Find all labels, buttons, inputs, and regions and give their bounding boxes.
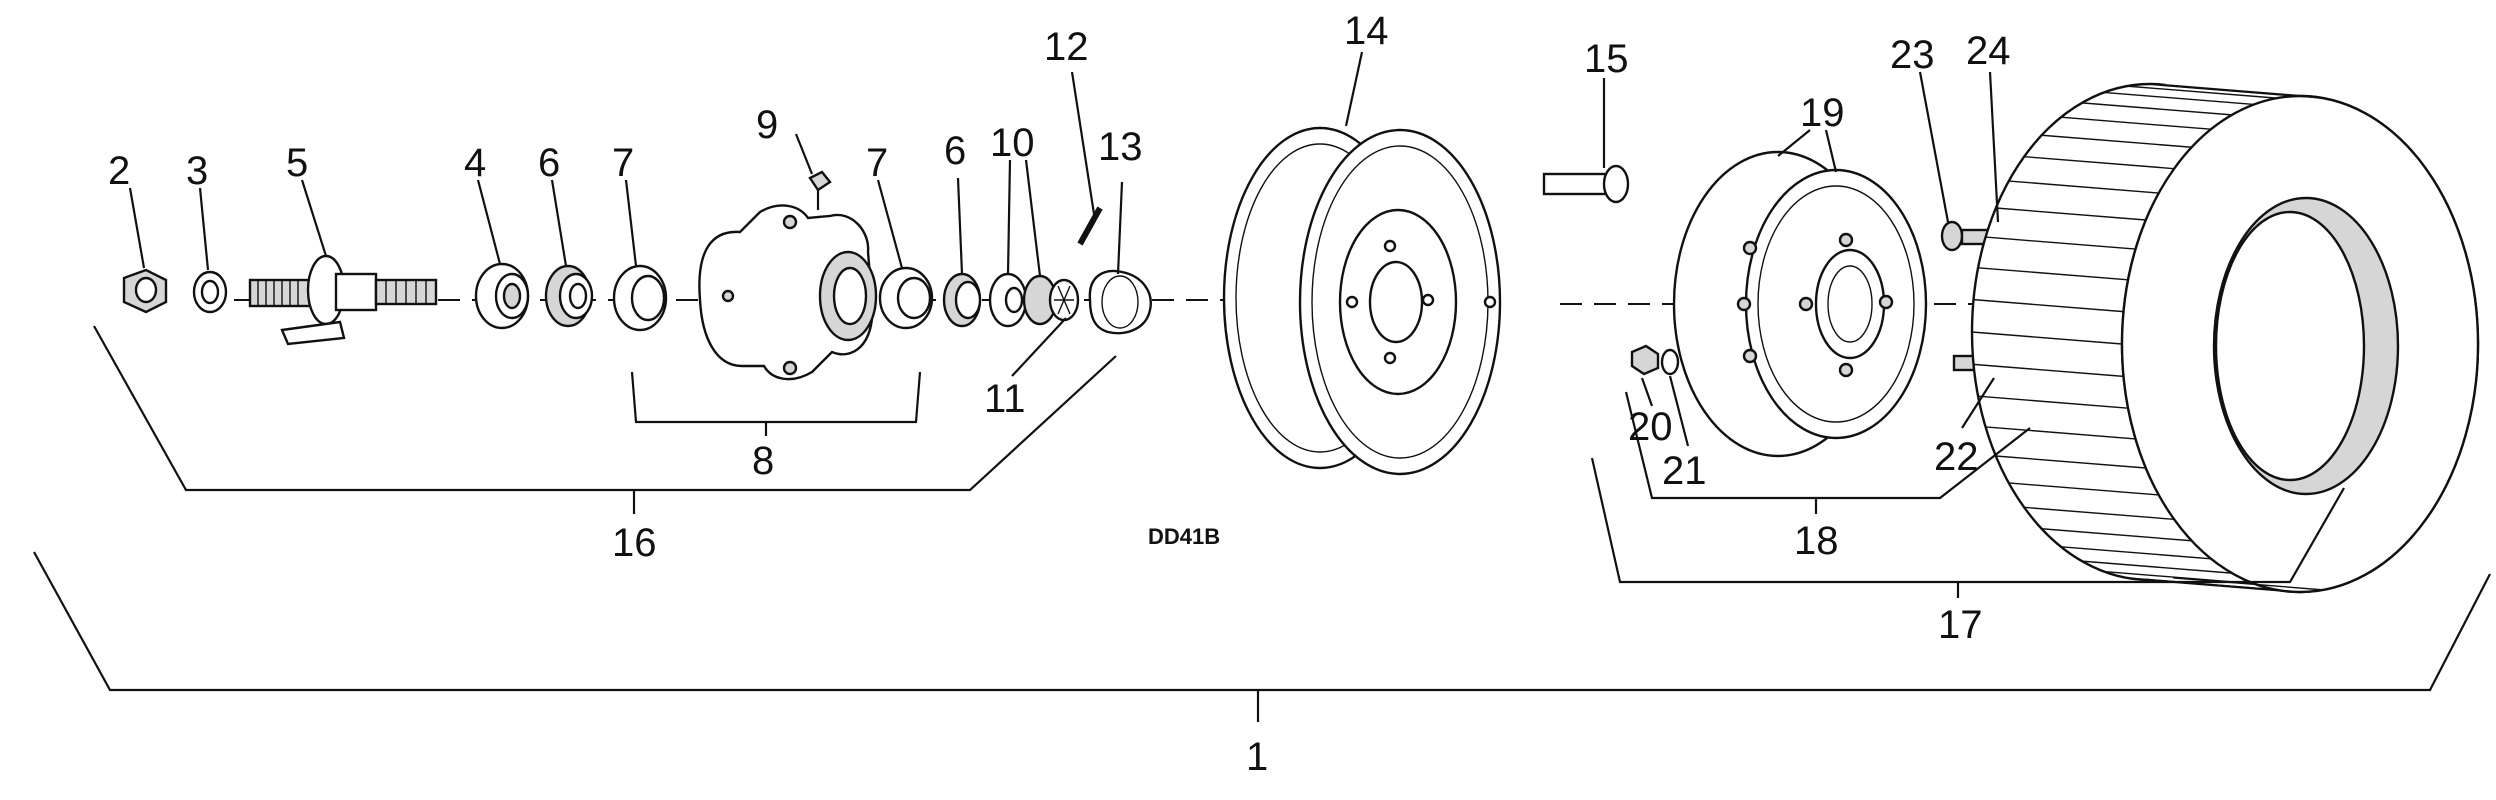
tread-line — [1973, 298, 2124, 313]
tread-line — [1973, 363, 2124, 378]
tread-line — [2060, 546, 2212, 560]
callout-17: 17 — [1938, 603, 1983, 647]
inner-bearing-cup-part — [612, 264, 668, 332]
wheel-rim-part — [1222, 126, 1502, 476]
callout-16: 16 — [612, 521, 657, 565]
tread-line — [2173, 577, 2324, 591]
group-brackets — [33, 325, 2491, 722]
tread-line — [2081, 102, 2232, 116]
callout-12: 12 — [1044, 25, 1089, 69]
callout-7-left: 7 — [612, 141, 634, 185]
callout-23: 23 — [1890, 33, 1935, 77]
tread-line — [1985, 426, 2136, 440]
callout-15: 15 — [1584, 37, 1629, 81]
rim-lock-washer-part — [1660, 348, 1680, 376]
tread-line — [1978, 267, 2129, 281]
tread-line — [2060, 116, 2212, 130]
tread-line — [2041, 134, 2192, 148]
dust-cap-part — [1088, 269, 1152, 335]
tread-line — [2024, 155, 2175, 170]
tread-line — [2008, 180, 2159, 194]
tread-line — [1971, 331, 2123, 345]
callout-4: 4 — [464, 141, 486, 185]
hex-nut-part — [122, 268, 168, 314]
tire-part — [1970, 82, 2480, 594]
callout-11: 11 — [984, 377, 1026, 421]
leader-lines — [128, 51, 2000, 447]
callout-19: 19 — [1800, 91, 1845, 135]
tread-line — [2126, 577, 2277, 591]
tread-line — [2008, 482, 2159, 496]
callout-9: 9 — [756, 103, 778, 147]
callout-20: 20 — [1628, 405, 1673, 449]
callout-6-left: 6 — [538, 141, 560, 185]
tread-line — [2024, 506, 2175, 521]
castle-nut-part — [1048, 278, 1080, 322]
rim-nut-part — [1630, 344, 1660, 376]
washer-part — [192, 270, 228, 314]
callout-22: 22 — [1934, 435, 1979, 479]
tread-line — [2173, 85, 2324, 99]
outer-bearing-cone-part — [942, 272, 982, 328]
callout-18: 18 — [1794, 519, 1839, 563]
callout-3: 3 — [186, 149, 208, 193]
tread-line — [2041, 528, 2192, 542]
tread-line — [1985, 236, 2136, 250]
tread-line — [2103, 91, 2254, 106]
callout-1: 1 — [1246, 735, 1268, 779]
spindle-washer-and-nut-part — [988, 272, 1058, 328]
callout-10: 10 — [990, 121, 1035, 165]
tread-line — [1978, 395, 2129, 409]
callout-6-right: 6 — [944, 129, 966, 173]
callout-2: 2 — [108, 149, 130, 193]
wheel-bolt-part — [1542, 164, 1630, 204]
callout-14: 14 — [1344, 9, 1389, 53]
wheel-hub-part — [698, 204, 878, 381]
callout-7-right: 7 — [866, 141, 888, 185]
tread-line — [2081, 560, 2232, 574]
tread-line — [1995, 207, 2146, 221]
tread-line — [1995, 455, 2146, 469]
upper-rim-washer-part — [1940, 220, 1964, 252]
cotter-pin-part — [1077, 206, 1103, 246]
grease-fitting-part — [808, 170, 832, 210]
callout-8: 8 — [752, 439, 774, 483]
spindle-part — [248, 254, 438, 346]
callout-21: 21 — [1662, 449, 1707, 493]
callout-5: 5 — [286, 141, 308, 185]
drawing-code: DD41B — [1148, 524, 1220, 549]
seal-part — [474, 262, 530, 330]
tread-line — [2126, 85, 2277, 99]
callout-labels: 2 3 5 4 6 7 9 7 6 10 13 12 11 8 16 14 15… — [108, 9, 2011, 779]
split-rim-part — [1672, 150, 1928, 458]
outer-bearing-cup-part — [878, 266, 934, 330]
callout-24: 24 — [1966, 29, 2011, 73]
inner-bearing-cone-part — [544, 264, 594, 328]
callout-13: 13 — [1098, 125, 1143, 169]
